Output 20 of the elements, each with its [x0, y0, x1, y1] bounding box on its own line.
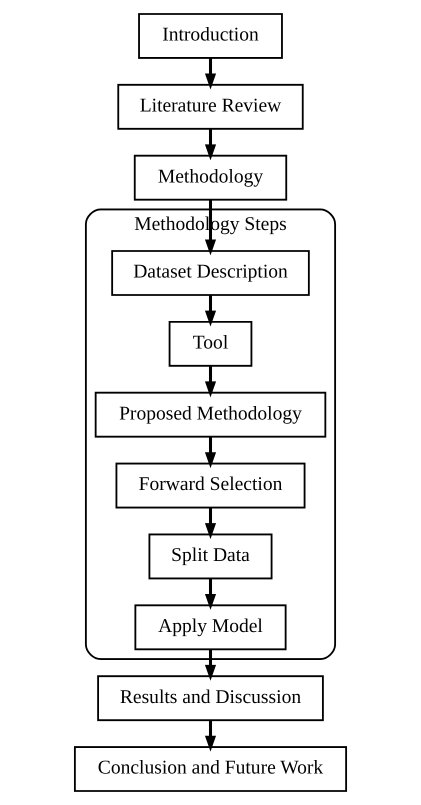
- arrow: [204, 436, 216, 468]
- node-box: Apply Model: [134, 604, 287, 650]
- node-box: Introduction: [138, 13, 283, 59]
- node-box: Conclusion and Future Work: [74, 746, 348, 792]
- node-box: Forward Selection: [116, 462, 306, 508]
- arrow: [204, 58, 216, 90]
- node-box: Proposed Methodology: [94, 392, 326, 438]
- arrow: [204, 720, 216, 752]
- arrow: [204, 508, 216, 540]
- node-box: Dataset Description: [111, 250, 310, 296]
- arrow: [204, 366, 216, 398]
- node-box: Literature Review: [117, 84, 304, 130]
- node-box: Tool: [168, 320, 252, 367]
- node-box: Split Data: [148, 534, 272, 580]
- node-box: Results and Discussion: [97, 675, 324, 722]
- node-box: Methodology: [134, 154, 288, 201]
- arrow: [204, 128, 216, 160]
- arrow: [204, 578, 216, 610]
- arrow: [204, 649, 216, 681]
- arrow: [204, 295, 216, 326]
